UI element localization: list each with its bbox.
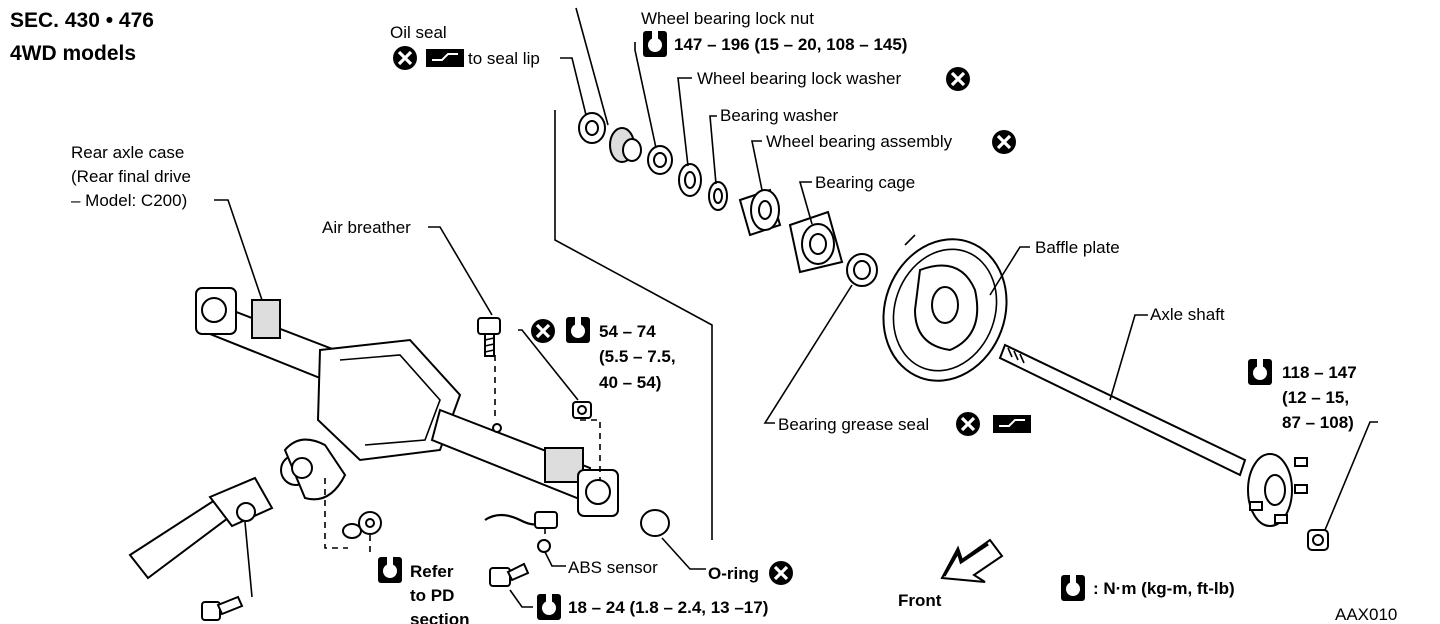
label-axle-shaft: Axle shaft: [1150, 305, 1225, 324]
label-abs-torque: 18 – 24 (1.8 – 2.4, 13 –17): [568, 598, 768, 617]
label-rear-axle-case-2: (Rear final drive: [71, 167, 191, 186]
label-o-ring: O-ring: [708, 564, 759, 583]
leader-prop-bolt: [244, 521, 253, 598]
leader-air-breather: [428, 226, 493, 316]
propeller-bolt: [201, 595, 244, 621]
label-oil-seal: Oil seal: [390, 23, 447, 42]
lock-nut-part: [647, 145, 673, 175]
drain-washer: [342, 523, 362, 539]
propeller-shaft: [128, 454, 312, 580]
bearing-cage-part: [788, 210, 844, 274]
case-nut-hole: [577, 405, 587, 415]
label-bearing-grease-seal: Bearing grease seal: [778, 415, 929, 434]
wheel-bolt-part: [1307, 529, 1329, 551]
lock-washer-part: [678, 163, 702, 197]
baffle-plate-part: [882, 234, 1008, 382]
label-abs-sensor: ABS sensor: [568, 558, 658, 577]
dash-nut: [580, 419, 601, 480]
leader-grease-seal: [763, 284, 853, 424]
replace-icon: [990, 128, 1018, 156]
air-breather: [477, 317, 501, 357]
leader-54: [518, 329, 579, 401]
torque-wrench-icon: [566, 317, 590, 343]
label-torque-54-line2: (5.5 – 7.5,: [599, 347, 676, 366]
leader-bearing-cage: [798, 181, 813, 225]
label-rear-axle-case-3: – Model: C200): [71, 191, 187, 210]
bearing-washer-part: [708, 181, 728, 211]
label-refer-3: section: [410, 610, 470, 624]
explode-bracket: [554, 110, 713, 540]
section-number: SEC. 430 • 476: [10, 9, 154, 32]
label-refer-2: to PD: [410, 586, 454, 605]
label-wheel-bearing-assembly: Wheel bearing assembly: [766, 132, 953, 151]
label-refer: Refer: [410, 562, 454, 581]
model-title: 4WD models: [10, 42, 136, 65]
spline-part: [609, 127, 642, 163]
leader-axle-case: [214, 199, 263, 301]
torque-wrench-icon: [643, 31, 667, 57]
label-wheel-bearing-lock-nut: Wheel bearing lock nut: [641, 9, 814, 28]
rear-axle-case: [195, 287, 619, 517]
leader-wheel-bolt: [1324, 421, 1378, 531]
grease-icon: [992, 414, 1032, 434]
leader-o-ring: [661, 537, 706, 570]
label-air-breather: Air breather: [322, 218, 411, 237]
grease-icon: [425, 48, 465, 68]
replace-icon: [767, 559, 795, 587]
label-front: Front: [898, 591, 942, 610]
replace-icon: [391, 44, 419, 72]
replace-icon: [529, 317, 557, 345]
leader-oil-seal: [560, 57, 587, 116]
label-rear-axle-case: Rear axle case: [71, 143, 184, 162]
label-baffle-plate: Baffle plate: [1035, 238, 1120, 257]
label-units: : N·m (kg-m, ft-lb): [1093, 579, 1235, 598]
o-ring: [640, 509, 670, 537]
leader-baffle: [989, 246, 1030, 296]
leader-abs: [544, 551, 566, 567]
label-bearing-washer: Bearing washer: [720, 106, 838, 125]
label-wheel-bearing-lock-washer: Wheel bearing lock washer: [697, 69, 901, 88]
leader-abs-torque: [509, 589, 533, 608]
drain-nut-hole: [365, 518, 375, 528]
label-figure-code: AAX010: [1335, 605, 1397, 624]
grease-seal-part: [846, 253, 878, 287]
replace-icon: [954, 410, 982, 438]
label-bearing-cage: Bearing cage: [815, 173, 915, 192]
leader-wheel-bearing: [751, 140, 763, 191]
label-torque-54-line1: 54 – 74: [599, 322, 656, 341]
label-lock-nut-torque: 147 – 196 (15 – 20, 108 – 145): [674, 35, 907, 54]
leader-lock-washer: [677, 77, 692, 167]
label-to-seal-lip: to seal lip: [468, 49, 540, 68]
leader-bearing-washer: [709, 115, 717, 185]
leader-axle-shaft: [1109, 314, 1148, 401]
axle-shaft-part: [998, 343, 1308, 527]
leader-lock-nut: [634, 42, 657, 149]
torque-wrench-icon: [1248, 359, 1272, 385]
torque-wrench-icon: [378, 557, 402, 583]
label-torque-118-line3: 87 – 108): [1282, 413, 1354, 432]
oil-seal-part: [578, 112, 606, 144]
label-torque-54-line3: 40 – 54): [599, 373, 661, 392]
torque-wrench-icon: [1061, 575, 1085, 601]
leader-top: [575, 7, 609, 126]
dash-propeller: [324, 478, 348, 549]
torque-wrench-icon: [537, 594, 561, 620]
wheel-bearing-part: [738, 188, 782, 237]
abs-sensor: [484, 511, 558, 587]
front-arrow-icon: [940, 538, 1004, 583]
label-torque-118-line2: (12 – 15,: [1282, 388, 1349, 407]
replace-icon: [944, 65, 972, 93]
label-torque-118-line1: 118 – 147: [1282, 363, 1357, 382]
